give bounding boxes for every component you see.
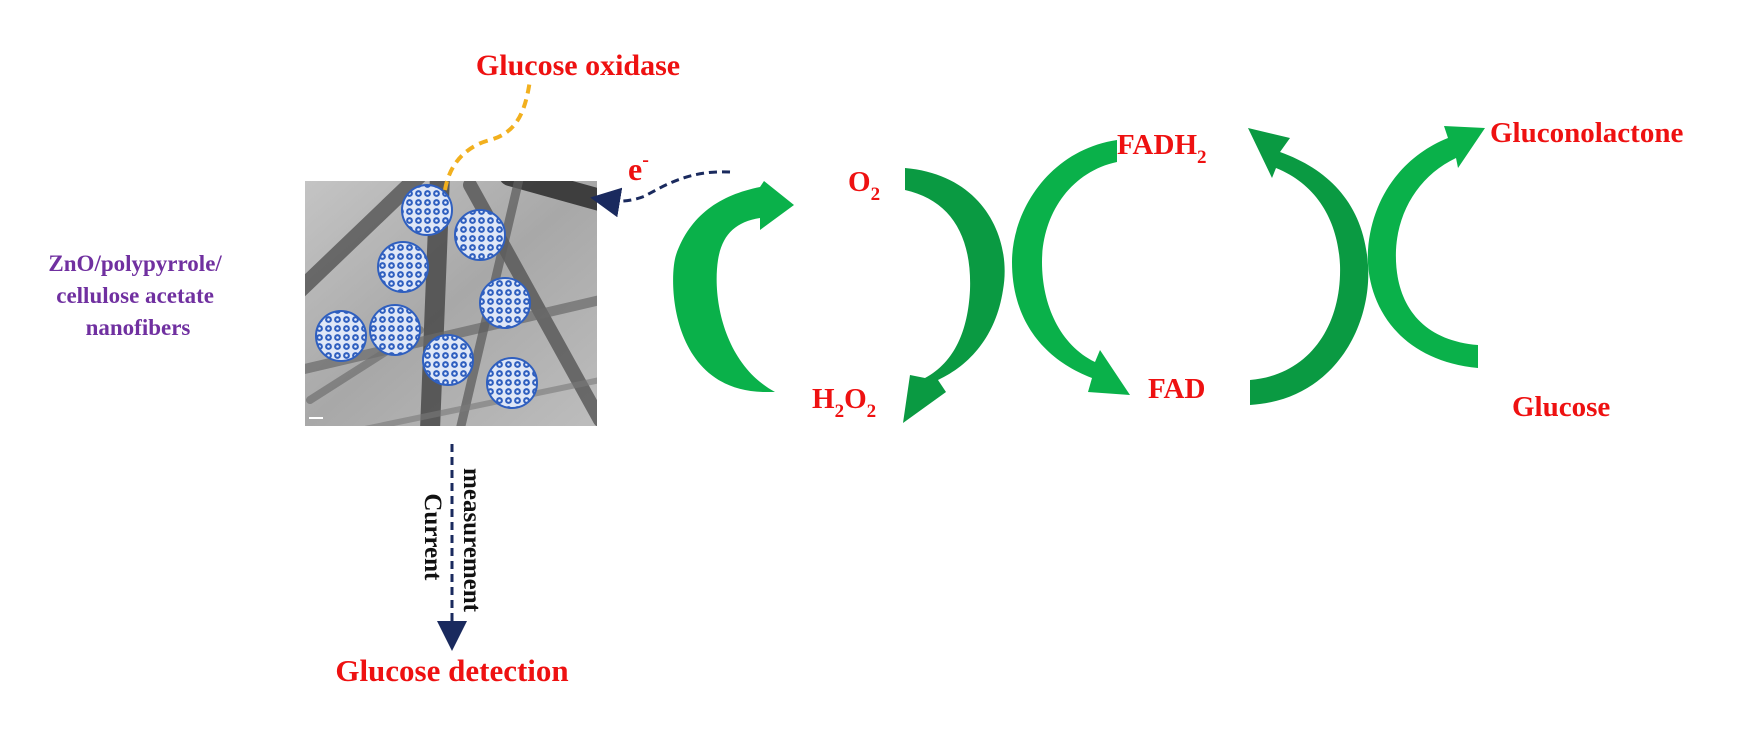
h2o2-sub2: 2 bbox=[867, 401, 877, 422]
material-label: ZnO/polypyrrole/ cellulose acetate nanof… bbox=[48, 251, 227, 340]
current-label-line2: measurement bbox=[458, 468, 485, 613]
h2o2-sub1: 2 bbox=[835, 401, 845, 422]
material-label-line1: ZnO/polypyrrole/ bbox=[48, 251, 222, 276]
o2-subscript: 2 bbox=[871, 184, 881, 205]
fadh2-symbol: FADH bbox=[1117, 129, 1197, 161]
fadh2-to-fad-arrow bbox=[1012, 140, 1130, 395]
material-label-line2: cellulose acetate bbox=[56, 283, 214, 308]
glucose-label: Glucose bbox=[1512, 391, 1610, 423]
electron-charge: - bbox=[642, 149, 649, 171]
h2o2-h: H bbox=[812, 383, 835, 415]
o2-symbol: O bbox=[848, 166, 871, 198]
h2o2-label: H2O2 bbox=[812, 383, 876, 422]
enzyme-sphere-icon bbox=[486, 357, 538, 409]
current-label-line1: Current bbox=[419, 493, 446, 581]
fad-label: FAD bbox=[1148, 373, 1205, 405]
material-label-line3: nanofibers bbox=[86, 315, 191, 340]
current-measurement-label: Current measurement bbox=[419, 468, 485, 613]
enzyme-connector-line bbox=[443, 79, 532, 191]
enzyme-sphere-icon bbox=[479, 277, 531, 329]
gluconolactone-label: Gluconolactone bbox=[1490, 117, 1683, 149]
enzyme-sphere-icon bbox=[377, 241, 429, 293]
reaction-arrows bbox=[673, 126, 1485, 423]
enzyme-sphere-icon bbox=[422, 334, 474, 386]
enzyme-sphere-icon bbox=[401, 184, 453, 236]
enzyme-sphere-icon bbox=[315, 310, 367, 362]
glucose-to-gluconolactone-arrow bbox=[1367, 126, 1485, 368]
fadh2-label: FADH2 bbox=[1117, 129, 1207, 168]
o2-label: O2 bbox=[848, 166, 880, 205]
glucose-oxidase-label: Glucose oxidase bbox=[476, 49, 680, 82]
enzyme-sphere-icon bbox=[454, 209, 506, 261]
electron-transfer-arrow bbox=[590, 170, 731, 218]
oxidation-arrow bbox=[673, 181, 794, 393]
electron-symbol: e bbox=[628, 151, 642, 187]
fadh2-subscript: 2 bbox=[1197, 147, 1207, 168]
fad-to-fadh2-arrow bbox=[1248, 128, 1369, 405]
electron-label: e- bbox=[628, 149, 649, 187]
h2o2-o: O bbox=[844, 383, 867, 415]
o2-reduction-arrow bbox=[903, 168, 1005, 423]
enzyme-sphere-icon bbox=[369, 304, 421, 356]
glucose-detection-label: Glucose detection bbox=[335, 653, 568, 688]
enzyme-sphere-icons bbox=[315, 184, 538, 409]
